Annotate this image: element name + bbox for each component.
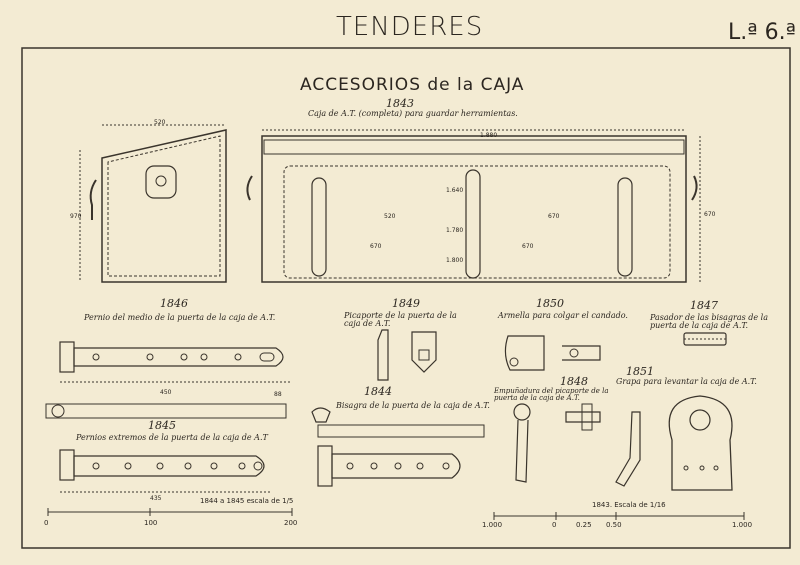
part-number-1843: 1843 xyxy=(386,97,414,110)
part-caption-1848: Empuñadura del picaporte de la puerta de… xyxy=(494,387,609,402)
part-caption-1847: Pasador de las bisagras de la puerta de … xyxy=(650,313,768,330)
dim-box-height: 970 xyxy=(70,213,82,220)
scale-tick-right-1: 0 xyxy=(552,521,557,529)
part-number-1846: 1846 xyxy=(160,297,188,310)
dim-hinge-length: 450 xyxy=(160,389,172,396)
section-title: ACCESORIOS de la CAJA xyxy=(300,75,525,95)
handle-1848 xyxy=(513,403,601,483)
part-number-1848: 1848 xyxy=(560,375,588,388)
dim-mid: 520 xyxy=(384,213,396,220)
dim-span-a: 670 xyxy=(370,243,382,250)
staple-1850 xyxy=(504,335,601,371)
dim-hinge-length-b: 435 xyxy=(150,495,162,502)
part-number-1845: 1845 xyxy=(148,419,176,432)
part-caption-1844: Bisagra de la puerta de la caja de A.T. xyxy=(336,401,490,410)
dim-front-height: 670 xyxy=(704,211,716,218)
dim-inner-1: 1.640 xyxy=(446,187,464,194)
part-caption-1851: Grapa para levantar la caja de A.T. xyxy=(616,377,757,386)
scale-label-right: 1843. Escala de 1/16 xyxy=(592,501,666,509)
part-caption-1846: Pernio del medio de la puerta de la caja… xyxy=(84,313,276,322)
dim-right: 670 xyxy=(548,213,560,220)
part-number-1849: 1849 xyxy=(392,297,420,310)
box-side-view xyxy=(79,124,227,283)
scale-tick-right-3: 0.50 xyxy=(606,521,622,529)
part-number-1850: 1850 xyxy=(536,297,564,310)
part-caption-1849: Picaporte de la puerta de la caja de A.T… xyxy=(344,311,457,328)
scale-bars xyxy=(47,508,745,520)
dim-box-width: 520 xyxy=(154,119,166,126)
pin-1847 xyxy=(683,332,727,346)
scale-tick-right-0: 1.000 xyxy=(482,521,503,529)
latch-1849 xyxy=(377,329,437,381)
plate-number: L.ª 6.ª xyxy=(728,20,796,45)
page-border xyxy=(21,47,791,549)
dim-hinge-end: 88 xyxy=(274,391,282,398)
part-number-1844: 1844 xyxy=(364,385,392,398)
sheet-title: TENDERES xyxy=(336,12,484,42)
scale-tick-right-2: 0.25 xyxy=(576,521,592,529)
hinge-end-1845 xyxy=(59,449,270,493)
part-caption-1850: Armella para colgar el candado. xyxy=(498,311,628,320)
dim-inner-2: 1.780 xyxy=(446,227,464,234)
scale-tick-left-0: 0 xyxy=(44,519,49,527)
part-caption-1843: Caja de A.T. (completa) para guardar her… xyxy=(308,109,518,118)
dim-front-width: 1.880 xyxy=(480,132,498,139)
part-caption-1845: Pernios extremos de la puerta de la caja… xyxy=(76,433,268,442)
dim-span-b: 670 xyxy=(522,243,534,250)
hinge-middle-1846 xyxy=(45,341,290,419)
grip-1851 xyxy=(615,395,733,491)
scale-tick-left-2: 200 xyxy=(284,519,298,527)
dim-inner-3: 1.800 xyxy=(446,257,464,264)
scale-label-left: 1844 a 1845 escala de 1/5 xyxy=(200,497,294,505)
part-number-1851: 1851 xyxy=(626,365,654,378)
part-number-1847: 1847 xyxy=(690,299,718,312)
door-hinge-1844 xyxy=(311,407,485,487)
scale-tick-right-4: 1.000 xyxy=(732,521,753,529)
box-front-view xyxy=(246,129,701,283)
scale-tick-left-1: 100 xyxy=(144,519,158,527)
